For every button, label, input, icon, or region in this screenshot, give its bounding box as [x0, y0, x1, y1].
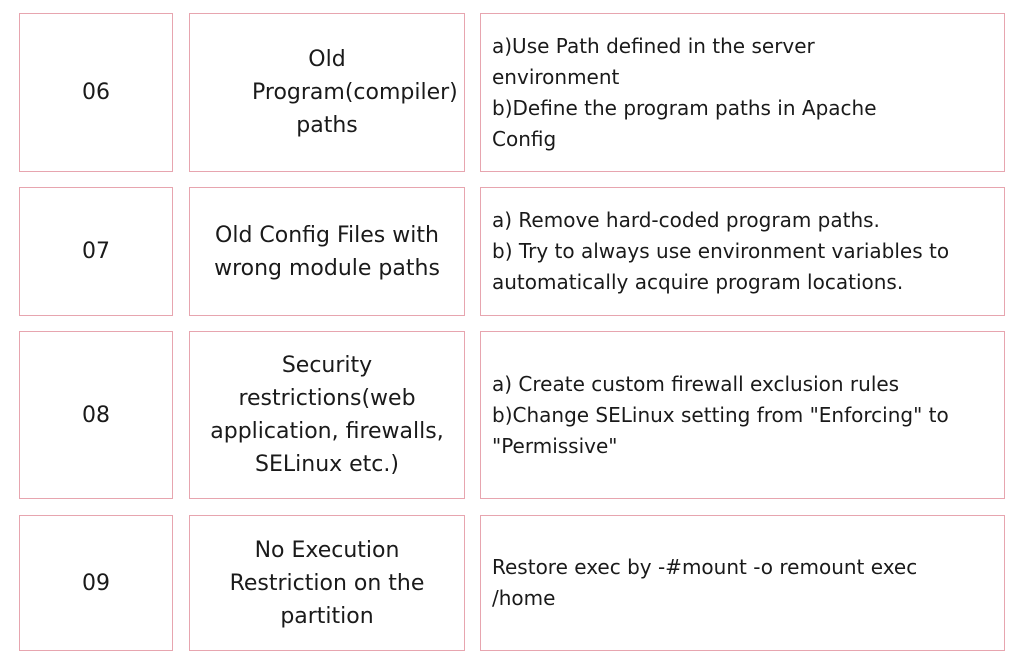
solution-line: b)Define the program paths in Apache Con…: [492, 95, 877, 151]
solution-text: a) Remove hard-coded program paths. b) T…: [492, 205, 996, 298]
issue-cell: Old Config Files with wrong module paths: [189, 187, 465, 316]
table-row: 08 Security restrictions(web application…: [0, 331, 1024, 499]
row-number-cell: 09: [19, 515, 173, 651]
solution-line: a)Use Path defined in the server environ…: [492, 33, 815, 89]
issue-text: Old Program(compiler) paths: [252, 47, 458, 138]
row-number: 09: [82, 570, 110, 596]
row-number-cell: 07: [19, 187, 173, 316]
table-row: 09 No Execution Restriction on the parti…: [0, 515, 1024, 651]
issue-cell: Security restrictions(web application, f…: [189, 331, 465, 499]
solution-cell: a) Create custom firewall exclusion rule…: [480, 331, 1005, 499]
table-row: 06 Old Program(compiler) paths a)Use Pat…: [0, 13, 1024, 172]
row-number: 07: [82, 239, 110, 264]
issue-cell: No Execution Restriction on the partitio…: [189, 515, 465, 651]
solution-cell: a) Remove hard-coded program paths. b) T…: [480, 187, 1005, 316]
solution-cell: a)Use Path defined in the server environ…: [480, 13, 1005, 172]
solution-text: a) Create custom firewall exclusion rule…: [492, 369, 996, 462]
solution-line: a) Remove hard-coded program paths.: [492, 208, 880, 232]
solution-line: Restore exec by -#mount -o remount exec …: [492, 555, 918, 610]
row-number-cell: 06: [19, 13, 173, 172]
solution-cell: Restore exec by -#mount -o remount exec …: [480, 515, 1005, 651]
issue-text: No Execution Restriction on the partitio…: [229, 537, 425, 629]
row-number: 08: [82, 402, 110, 428]
solution-line: b) Try to always use environment variabl…: [492, 239, 950, 294]
issue-cell: Old Program(compiler) paths: [189, 13, 465, 172]
row-number-cell: 08: [19, 331, 173, 499]
issue-text: Security restrictions(web application, f…: [210, 353, 444, 477]
solution-text: Restore exec by -#mount -o remount exec …: [492, 552, 972, 614]
table-row: 07 Old Config Files with wrong module pa…: [0, 187, 1024, 316]
solution-line: b)Change SELinux setting from "Enforcing…: [492, 402, 949, 458]
solution-line: a) Create custom firewall exclusion rule…: [492, 371, 900, 396]
issue-text: Old Config Files with wrong module paths: [214, 222, 440, 281]
solution-text: a)Use Path defined in the server environ…: [492, 31, 882, 155]
row-number: 06: [82, 80, 110, 105]
